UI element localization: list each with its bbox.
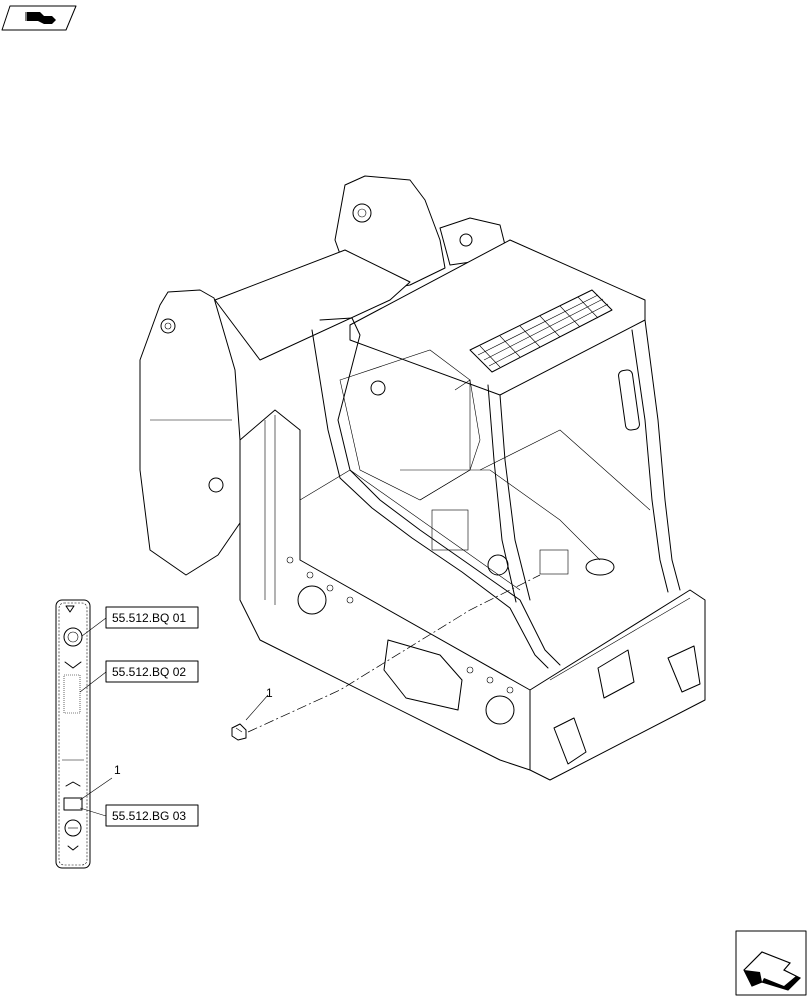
item-1-callout: 1	[266, 686, 273, 700]
reference-box-2[interactable]: 55.512.BQ 02	[105, 660, 199, 683]
next-page-arrow-icon[interactable]	[735, 930, 807, 996]
item-1-part	[231, 694, 269, 741]
item-1-strip-callout: 1	[114, 763, 121, 777]
reference-label-2: 55.512.BQ 02	[112, 665, 186, 679]
reference-label-1: 55.512.BQ 01	[112, 611, 186, 625]
item-1-leader	[247, 574, 541, 733]
skid-steer-frame	[139, 175, 706, 781]
reference-box-3[interactable]: 55.512.BG 03	[105, 804, 199, 827]
switch-panel-strip	[55, 599, 91, 869]
reference-label-3: 55.512.BG 03	[112, 809, 186, 823]
previous-page-arrow-icon[interactable]	[1, 5, 77, 31]
reference-box-1[interactable]: 55.512.BQ 01	[105, 606, 199, 629]
roof-grille	[469, 289, 613, 373]
